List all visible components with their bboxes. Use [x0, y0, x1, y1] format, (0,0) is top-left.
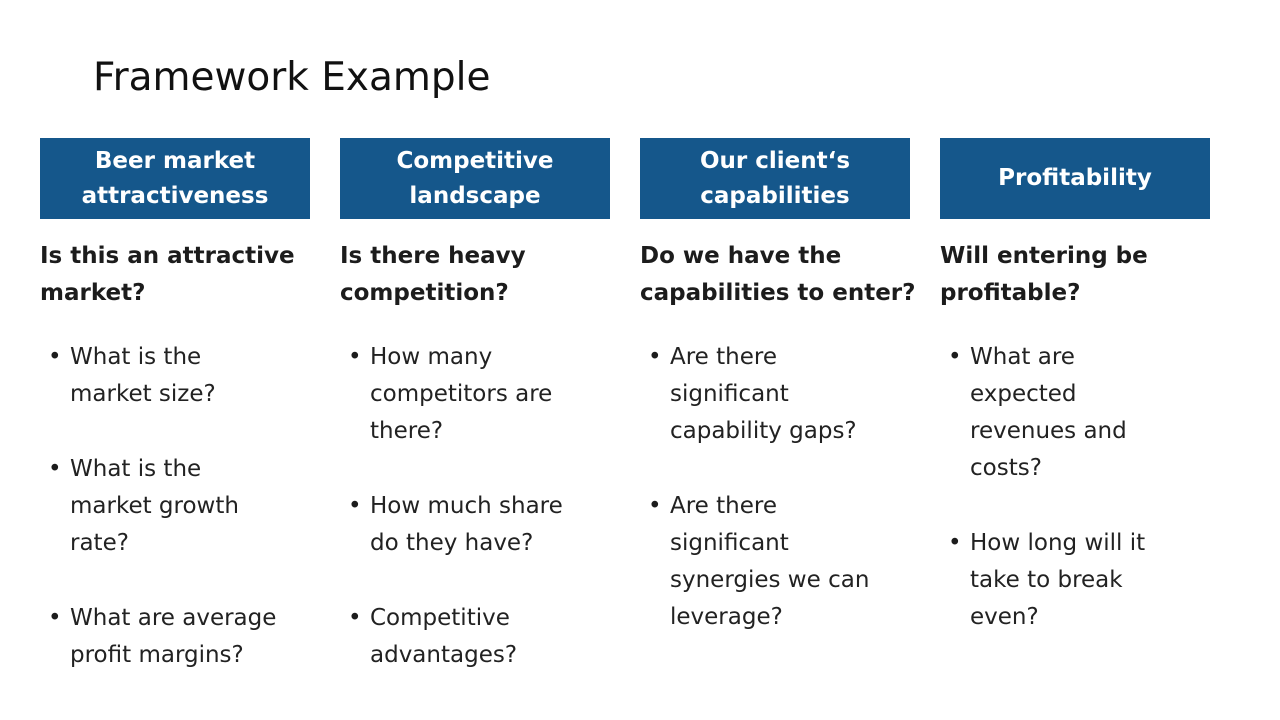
bullet-list: • What is the market size? • What is the…	[40, 339, 310, 674]
bullet-list: • What are expected revenues and costs? …	[940, 339, 1210, 636]
column-header-label: Competitive landscape	[396, 147, 554, 209]
bullet-text: Are there significant synergies we can l…	[670, 493, 870, 630]
bullet-item: • How many competitors are there?	[340, 339, 610, 450]
bullet-icon: •	[948, 344, 962, 370]
bullet-item: • How much share do they have?	[340, 488, 610, 562]
page-title: Framework Example	[93, 55, 491, 100]
bullet-list: • How many competitors are there? • How …	[340, 339, 610, 674]
column-subtitle: Do we have the capabilities to enter?	[640, 243, 916, 306]
column-subtitle: Is this an attractive market?	[40, 243, 295, 306]
bullet-item: • What is the market size?	[40, 339, 310, 413]
column-subtitle: Will entering be profitable?	[940, 243, 1148, 306]
bullet-item: • What are expected revenues and costs?	[940, 339, 1210, 487]
bullet-text: What are average profit margins?	[70, 605, 277, 668]
framework-column-client-capabilities: Our client‘s capabilities Do we have the…	[640, 138, 916, 674]
framework-column-competitive-landscape: Competitive landscape Is there heavy com…	[340, 138, 610, 712]
column-header-box: Competitive landscape	[340, 138, 610, 219]
bullet-icon: •	[348, 605, 362, 631]
column-header-box: Our client‘s capabilities	[640, 138, 910, 219]
column-header-box: Profitability	[940, 138, 1210, 219]
bullet-text: How long will it take to break even?	[970, 530, 1146, 630]
bullet-text: What is the market growth rate?	[70, 456, 239, 556]
column-header-label: Beer market attractiveness	[81, 147, 269, 209]
column-subtitle: Is there heavy competition?	[340, 243, 526, 306]
bullet-icon: •	[348, 344, 362, 370]
bullet-item: • What is the market growth rate?	[40, 451, 310, 562]
bullet-icon: •	[348, 493, 362, 519]
bullet-text: How many competitors are there?	[370, 344, 553, 444]
framework-column-profitability: Profitability Will entering be profitabl…	[940, 138, 1210, 674]
bullet-text: Competitive advantages?	[370, 605, 518, 668]
column-header-box: Beer market attractiveness	[40, 138, 310, 219]
bullet-icon: •	[48, 456, 62, 482]
bullet-item: • What are average profit margins?	[40, 600, 310, 674]
bullet-text: Are there significant capability gaps?	[670, 344, 857, 444]
bullet-icon: •	[948, 530, 962, 556]
bullet-item: • How long will it take to break even?	[940, 525, 1210, 636]
bullet-item: • Competitive advantages?	[340, 600, 610, 674]
column-header-label: Our client‘s capabilities	[699, 147, 851, 209]
bullet-icon: •	[48, 605, 62, 631]
bullet-text: What are expected revenues and costs?	[970, 344, 1127, 481]
bullet-icon: •	[648, 344, 662, 370]
bullet-item: • Are there significant synergies we can…	[640, 488, 910, 636]
bullet-item: • Are there significant capability gaps?	[640, 339, 910, 450]
bullet-icon: •	[648, 493, 662, 519]
column-header-label: Profitability	[998, 165, 1152, 191]
bullet-list: • Are there significant capability gaps?…	[640, 339, 910, 636]
framework-column-beer-market: Beer market attractiveness Is this an at…	[40, 138, 310, 712]
bullet-icon: •	[48, 344, 62, 370]
bullet-text: How much share do they have?	[370, 493, 563, 556]
bullet-text: What is the market size?	[70, 344, 216, 407]
